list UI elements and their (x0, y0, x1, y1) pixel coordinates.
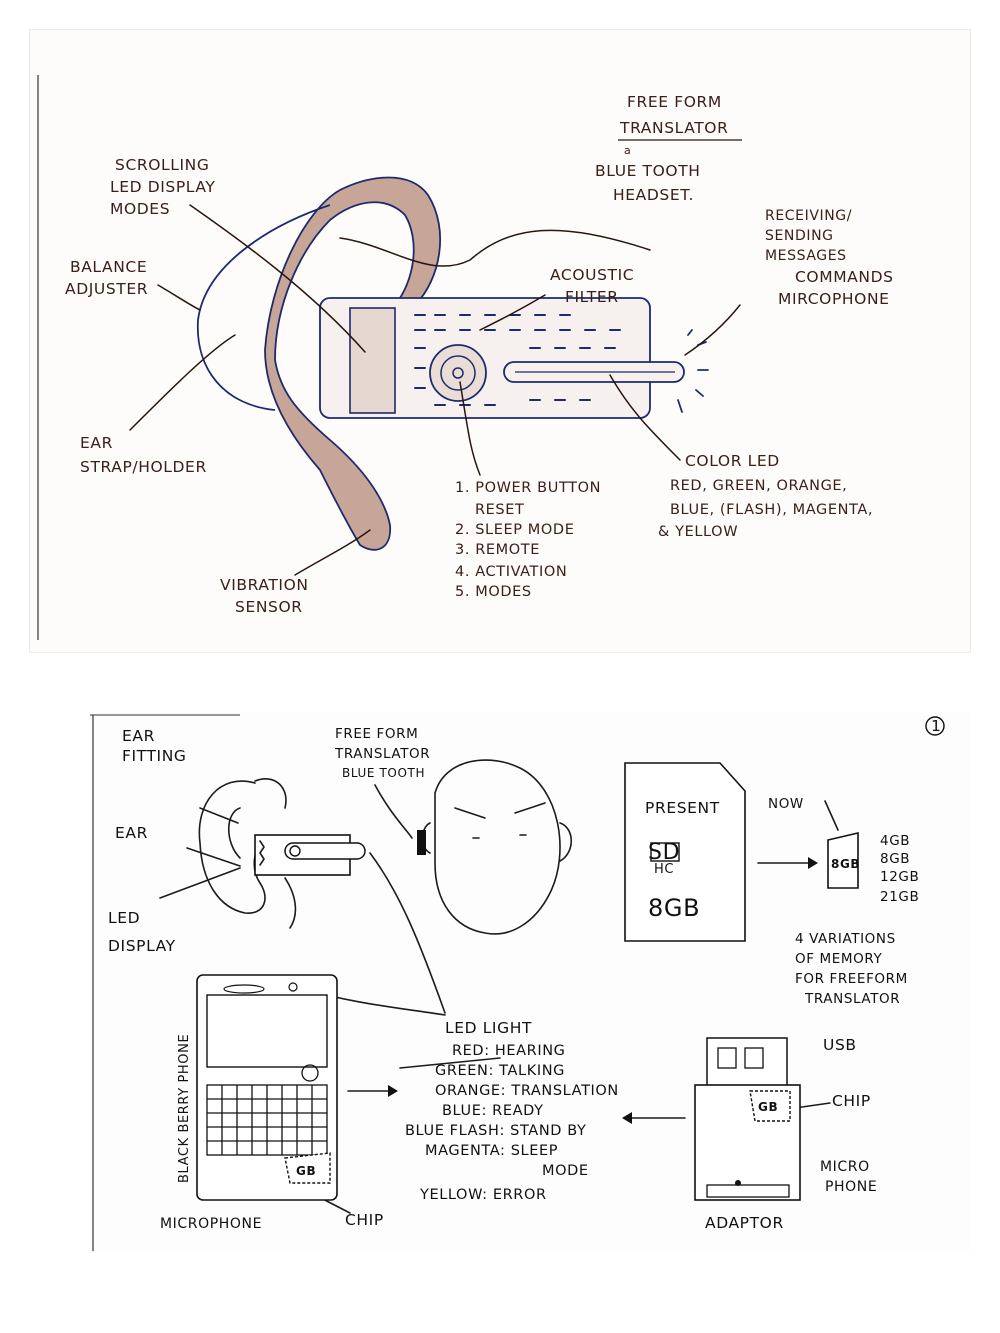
ear-strap-line-1: EAR (80, 434, 113, 452)
headset-sketch-panel: FREE FORM TRANSLATOR a BLUE TOOTH HEADSE… (30, 30, 970, 652)
size-8gb: 8GB (880, 851, 910, 867)
headset-body (319, 297, 651, 419)
power-list-5: 4. ACTIVATION (455, 564, 567, 580)
receiving-line-1: RECEIVING/ (765, 208, 852, 224)
led-light-title: LED LIGHT (445, 1019, 532, 1037)
ear-strap-line-2: STRAP/HOLDER (80, 458, 207, 476)
power-list-6: 5. MODES (455, 584, 532, 600)
phone-keyboard (206, 1084, 328, 1156)
chip2-label: CHIP (832, 1092, 871, 1110)
size-4gb: 4GB (880, 833, 910, 849)
led-display-window (349, 307, 396, 414)
sd-card (624, 762, 746, 942)
led-state-6: MAGENTA: SLEEP (425, 1143, 558, 1159)
power-list-4: 3. REMOTE (455, 542, 540, 558)
face-drawing (421, 759, 573, 935)
micro-phone-2: PHONE (825, 1179, 877, 1195)
balance-line-2: ADJUSTER (65, 280, 148, 298)
color-led-line-1: COLOR LED (685, 452, 780, 470)
led-state-2: GREEN: TALKING (435, 1063, 565, 1079)
memory-note-2: OF MEMORY (795, 951, 882, 967)
receiving-line-4: COMMANDS (795, 268, 894, 286)
power-list-1: 1. POWER BUTTON (455, 480, 601, 496)
adaptor-chip-label: GB (758, 1100, 778, 1114)
title-line-5: HEADSET. (613, 186, 694, 204)
led-state-7: MODE (542, 1163, 589, 1179)
size-21gb: 21GB (880, 889, 919, 905)
sd-size: 8GB (648, 894, 700, 922)
led-state-1: RED: HEARING (452, 1043, 566, 1059)
title-line-2: TRANSLATOR (619, 119, 728, 137)
translator-3: BLUE TOOTH (342, 766, 425, 780)
scrolling-line-3: MODES (110, 200, 170, 218)
power-button (429, 344, 487, 402)
chip-now-label: 8GB (831, 857, 860, 871)
ear-label: EAR (115, 824, 148, 842)
scrolling-line-2: LED DISPLAY (110, 178, 215, 196)
led-display-2: DISPLAY (108, 937, 176, 955)
led-state-4: BLUE: READY (442, 1103, 544, 1119)
adaptor-label: ADAPTOR (705, 1214, 784, 1232)
memory-note-3: FOR FREEFORM (795, 971, 908, 987)
memory-note-4: TRANSLATOR (804, 991, 900, 1007)
sd-present: PRESENT (645, 799, 720, 817)
balance-line-1: BALANCE (70, 258, 147, 276)
memory-chip (827, 831, 859, 889)
title-line-4: BLUE TOOTH (595, 162, 701, 180)
sd-logo: SD (648, 840, 680, 865)
usb-label: USB (823, 1036, 857, 1054)
sd-hc: HC (654, 862, 674, 877)
ear-hook (264, 176, 441, 551)
now-label: NOW (768, 796, 804, 812)
receiving-line-5: MIRCOPHONE (778, 290, 890, 308)
acoustic-line-1: ACOUSTIC (550, 266, 634, 284)
led-display-1: LED (108, 909, 140, 927)
adaptor-drawing (694, 1037, 801, 1201)
led-state-8: YELLOW: ERROR (419, 1187, 547, 1203)
receiving-line-2: SENDING (765, 228, 834, 244)
headset-sketch: FREE FORM TRANSLATOR a BLUE TOOTH HEADSE… (37, 75, 894, 640)
title-line-1: FREE FORM (627, 93, 722, 111)
color-led-line-4: & YELLOW (658, 524, 738, 540)
blackberry-label: BLACK BERRY PHONE (177, 1034, 192, 1183)
vibration-line-2: SENSOR (235, 598, 303, 616)
scrolling-line-1: SCROLLING (115, 156, 209, 174)
receiving-line-3: MESSAGES (765, 248, 847, 264)
translator-2: TRANSLATOR (334, 746, 430, 762)
memory-note-1: 4 VARIATIONS (795, 931, 896, 947)
concept-sketch-panel: 1 (90, 713, 970, 1253)
ear-fitting-1: EAR (122, 727, 155, 745)
power-list-2: RESET (475, 502, 524, 518)
title-line-3: a (624, 144, 631, 157)
color-led-line-2: RED, GREEN, ORANGE, (670, 478, 847, 494)
power-list-3: 2. SLEEP MODE (455, 522, 574, 538)
concept-sketch: 1 (90, 714, 945, 1251)
phone-chip-label: GB (296, 1164, 316, 1178)
vibration-line-1: VIBRATION (220, 576, 309, 594)
led-state-3: ORANGE: TRANSLATION (435, 1083, 619, 1099)
acoustic-line-2: FILTER (565, 288, 619, 306)
micro-phone-1: MICRO (820, 1159, 870, 1175)
chip-label: CHIP (345, 1211, 384, 1229)
led-state-5: BLUE FLASH: STAND BY (405, 1123, 586, 1139)
color-led-line-3: BLUE, (FLASH), MAGENTA, (670, 502, 873, 518)
translator-1: FREE FORM (335, 726, 418, 742)
ear-fitting-2: FITTING (122, 747, 187, 765)
page-number: 1 (931, 717, 941, 735)
microphone-label: MICROPHONE (160, 1216, 262, 1232)
size-12gb: 12GB (880, 869, 919, 885)
